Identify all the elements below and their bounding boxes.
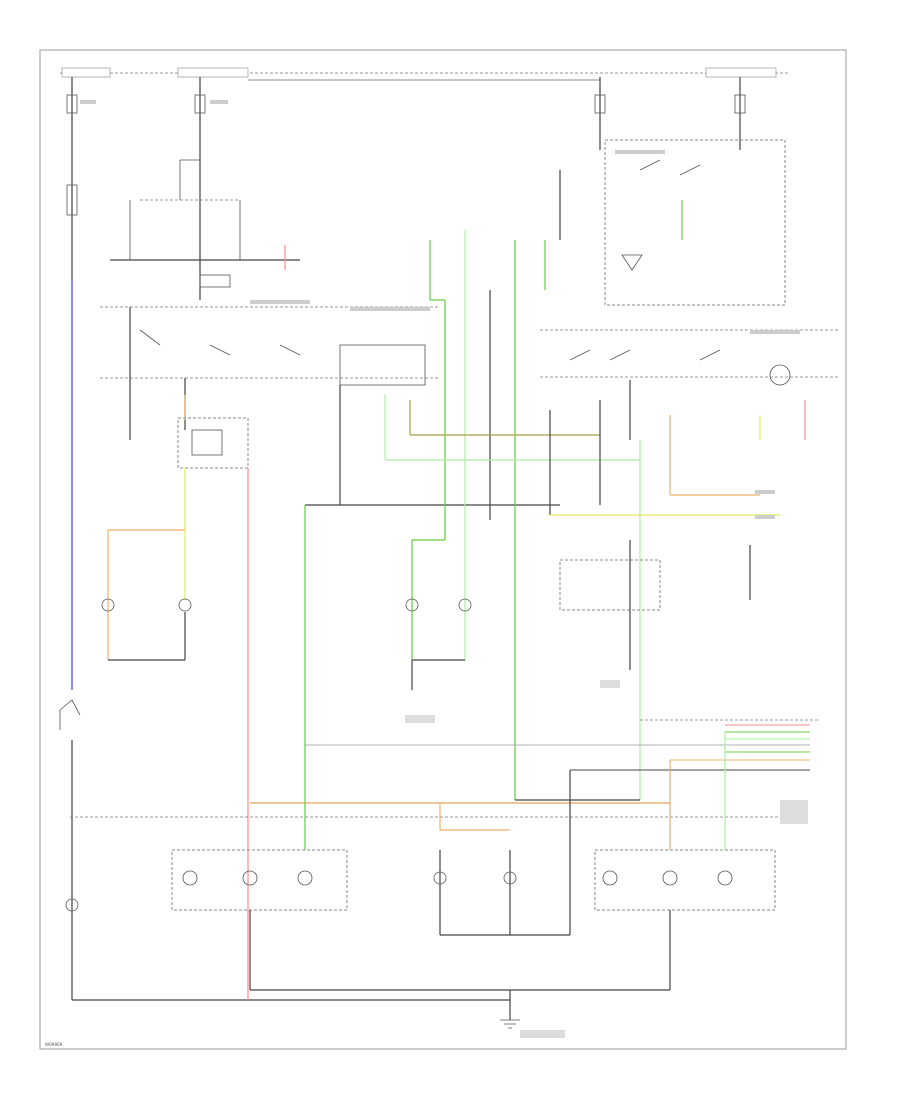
center-lamps [405,539,472,690]
left-power-feed [59,77,510,1001]
center-control-module [305,230,640,800]
rear-lamp-bus [70,505,800,850]
power-bus-top [60,67,790,81]
diagram-border [39,49,847,1050]
rear-lamp-cluster-right [594,849,776,911]
front-parking-lamps-left [101,529,192,661]
ground-returns [65,898,671,1029]
right-dimmer-section [549,364,806,800]
relay-box-left [177,417,249,1000]
license-lamps [433,770,571,936]
headlamp-switch-section [100,77,440,440]
diagram-labels [80,100,808,1038]
footer-code: W09869 [45,1042,63,1047]
trailer-connector [305,719,820,801]
rear-lamp-cluster-left [171,849,348,911]
